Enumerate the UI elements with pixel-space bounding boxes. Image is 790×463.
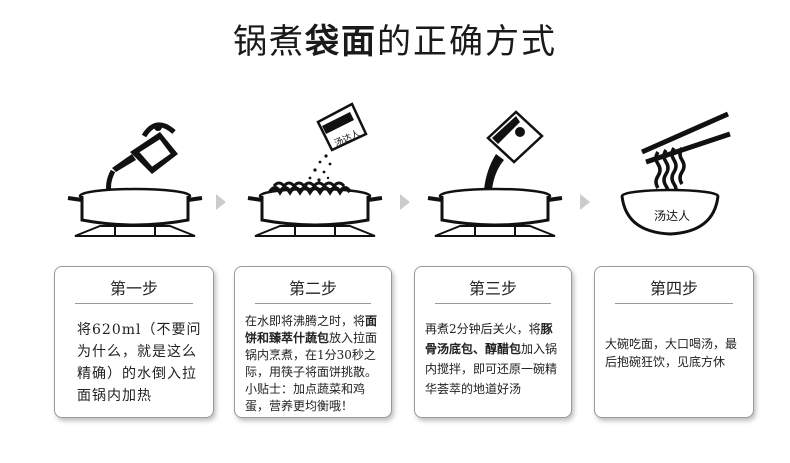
title-part-2: 袋面 (305, 22, 377, 62)
bowl-icon: 汤达人 (620, 188, 720, 236)
step1-card: 第一步 将620ml（不要问为什么，就是这么精确）的水倒入拉面锅内加热 (54, 266, 214, 418)
step3-heading: 第三步 (468, 279, 517, 298)
step3-card: 第三步 再煮2分钟后关火，将豚骨汤底包、醇醋包加入锅内搅拌，即可还原一碗精华荟萃… (414, 266, 572, 418)
step3-text: 再煮2分钟后关火，将豚骨汤底包、醇醋包加入锅内搅拌，即可还原一碗精华荟萃的地道好… (425, 319, 563, 399)
step4-text: 大碗吃面，大口喝汤，最后抱碗狂饮，见底方休 (605, 337, 738, 369)
step2-card: 第二步 在水即将沸腾之时，将面饼和臻萃什蔬包放入拉面锅内烹煮，在1分30秒之际，… (234, 266, 392, 418)
divider (615, 303, 733, 304)
pot-icon (247, 187, 383, 237)
bowl-brand-label: 汤达人 (654, 209, 690, 223)
step4-illustration: 汤达人 (620, 111, 731, 236)
pot-icon (67, 187, 203, 237)
step1-heading: 第一步 (109, 279, 158, 298)
divider (255, 303, 371, 304)
step2-text-bold: 面饼和臻萃什蔬包 (245, 314, 378, 345)
step2-illustration: 汤达人 (247, 102, 383, 237)
step2-heading: 第二步 (288, 279, 337, 298)
step4-card: 第四步 大碗吃面，大口喝汤，最后抱碗狂饮，见底方休 (594, 266, 754, 418)
pot-icon (427, 187, 563, 237)
step3-text-bold: 豚骨汤底包、醇醋包 (425, 322, 553, 356)
arrow-right-icon (214, 192, 228, 212)
step1-illustration (67, 122, 203, 237)
divider (75, 303, 193, 304)
step4-heading: 第四步 (649, 279, 698, 298)
soup-packet-icon (484, 110, 544, 190)
step2-text-part1: 在水即将沸腾之时，将 (245, 314, 366, 328)
title-part-1: 锅煮 (233, 22, 305, 62)
title-part-3: 的正确方式 (377, 22, 557, 62)
step2-tip: 小贴士：加点蔬菜和鸡蛋，营养更均衡哦！ (245, 382, 366, 413)
step2-text-part3: 放入拉面锅内烹煮，在1分30秒之际，用筷子将面饼挑散。 (245, 331, 378, 379)
noodle-packet-icon: 汤达人 (304, 102, 368, 189)
step2-text: 在水即将沸腾之时，将面饼和臻萃什蔬包放入拉面锅内烹煮，在1分30秒之际，用筷子将… (245, 313, 383, 415)
step3-illustration (427, 110, 563, 237)
page-title: 锅煮袋面的正确方式 (0, 14, 790, 63)
step1-text: 将620ml（不要问为什么，就是这么精确）的水倒入拉面锅内加热 (77, 322, 202, 404)
arrow-right-icon (578, 192, 592, 212)
kettle-icon (106, 122, 178, 197)
divider (435, 303, 551, 304)
step3-text-part3: 加入锅内搅拌，即可还原一碗精华荟萃的地道好汤 (425, 342, 558, 396)
arrow-right-icon (398, 192, 412, 212)
step3-text-part1: 再煮2分钟后关火，将 (425, 322, 541, 336)
chopsticks-icon (640, 111, 731, 165)
